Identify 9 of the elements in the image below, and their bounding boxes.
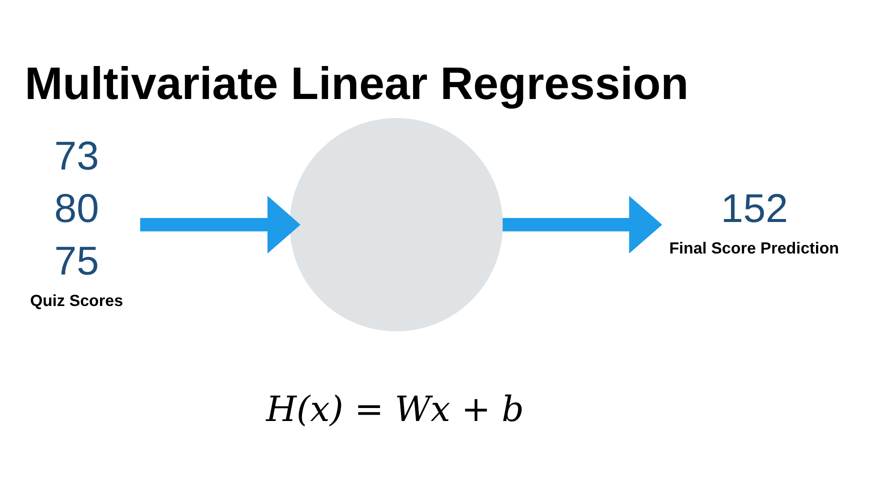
node-label: Quiz Scores — [30, 292, 124, 310]
arrow — [502, 196, 662, 254]
diagram-title: Multivariate Linear Regression — [24, 58, 689, 109]
node-text: 152 — [720, 186, 788, 232]
node-label: Final Score Prediction — [669, 240, 839, 258]
arrow — [140, 196, 300, 254]
node-text: 73 80 75 — [54, 134, 99, 284]
label: H(x) = Wx + b — [266, 390, 524, 430]
node-circle — [290, 118, 503, 332]
